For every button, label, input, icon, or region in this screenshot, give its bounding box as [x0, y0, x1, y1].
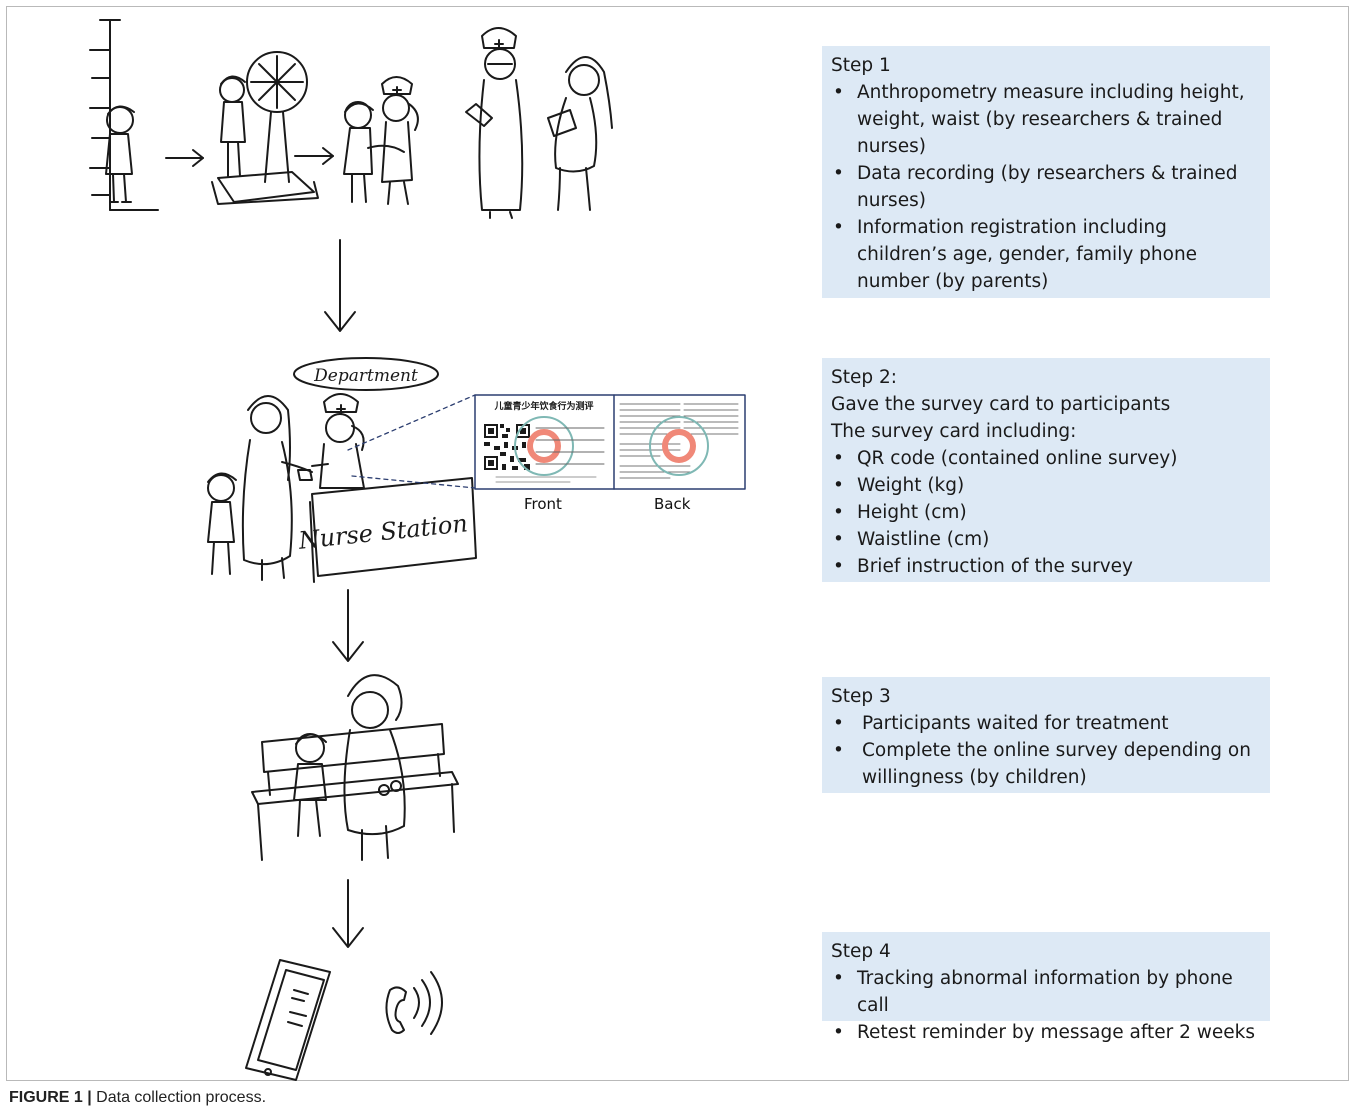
parent-waiting-icon [344, 675, 404, 860]
survey-card-back [620, 404, 738, 478]
zoom-line-top [348, 395, 475, 450]
nurse-recording-icon [466, 28, 522, 218]
child-at-station-icon [208, 473, 236, 574]
nurse-at-station-icon [298, 394, 364, 488]
step-description-line: The survey card including: [831, 421, 1077, 442]
step-description-line: Gave the survey card to participants [831, 394, 1171, 415]
step-1-box: Step 1 Anthropometry measure including he… [822, 46, 1270, 298]
caption-label: FIGURE 1 | [9, 1089, 92, 1106]
step-bullet-item: Anthropometry measure including height, … [831, 79, 1260, 160]
step-bullet-item: Data recording (by researchers & trained… [831, 160, 1260, 214]
arrow-down-icon [333, 928, 363, 947]
step-bullet-item: Weight (kg) [831, 472, 1260, 499]
step-bullet-item: Height (cm) [831, 499, 1260, 526]
figure-frame [6, 6, 1349, 1081]
step-2-box: Step 2: Gave the survey card to participa… [822, 358, 1270, 582]
step-bullet-item: Tracking abnormal information by phone c… [831, 965, 1260, 1019]
parent-at-station-icon [243, 396, 312, 580]
step-title: Step 3 [831, 686, 891, 707]
step-bullet-item: Information registration including child… [831, 214, 1260, 295]
department-sign-icon [294, 358, 438, 390]
nurse-measuring-icon [368, 77, 418, 204]
step-bullet-list: Participants waited for treatmentComplet… [831, 710, 1260, 791]
survey-card-icon: 儿童青少年饮食行为测评 [475, 395, 745, 489]
step-bullet-list: QR code (contained online survey)Weight … [831, 445, 1260, 580]
nurse-station-desk-icon [310, 478, 476, 582]
step-bullet-item: Waistline (cm) [831, 526, 1260, 553]
height-ruler-icon [90, 20, 158, 210]
card-front-label: Front [524, 495, 562, 513]
phone-call-icon [386, 972, 442, 1034]
arrow-right-icon [295, 148, 333, 164]
nurse-station-label: Nurse Station [296, 509, 469, 555]
step-title: Step 2: [831, 367, 898, 388]
caption-text: Data collection process. [91, 1089, 267, 1106]
card-front-title: 儿童青少年饮食行为测评 [493, 400, 593, 412]
arrow-right-icon [166, 150, 203, 166]
zoom-line-bottom [352, 476, 475, 488]
step-bullet-list: Tracking abnormal information by phone c… [831, 965, 1260, 1046]
child-on-scale-icon [220, 76, 245, 176]
survey-card-front: 儿童青少年饮食行为测评 [484, 400, 604, 482]
step-bullet-list: Anthropometry measure including height, … [831, 79, 1260, 295]
department-label: Department [313, 366, 418, 386]
step-title: Step 4 [831, 941, 891, 962]
mobile-phone-icon [246, 960, 330, 1080]
figure-caption: FIGURE 1 | Data collection process. [9, 1089, 266, 1107]
parent-recording-icon [548, 57, 612, 210]
step-bullet-item: Brief instruction of the survey [831, 553, 1260, 580]
step-bullet-item: Complete the online survey depending on … [831, 737, 1260, 791]
arrow-down-icon [325, 312, 355, 331]
step-3-box: Step 3 Participants waited for treatmentC… [822, 677, 1270, 793]
step-bullet-item: QR code (contained online survey) [831, 445, 1260, 472]
child-waist-measure-icon [344, 102, 373, 202]
waiting-bench-icon [252, 724, 458, 860]
card-back-label: Back [654, 495, 691, 513]
step-bullet-item: Retest reminder by message after 2 weeks [831, 1019, 1260, 1046]
step-title: Step 1 [831, 55, 891, 76]
child-waiting-icon [294, 734, 326, 836]
arrow-down-icon [333, 642, 363, 661]
weight-scale-icon [212, 52, 318, 204]
child-measuring-height-icon [106, 106, 134, 202]
step-bullet-item: Participants waited for treatment [831, 710, 1260, 737]
step-4-box: Step 4 Tracking abnormal information by p… [822, 932, 1270, 1046]
qr-code-icon [484, 424, 530, 470]
